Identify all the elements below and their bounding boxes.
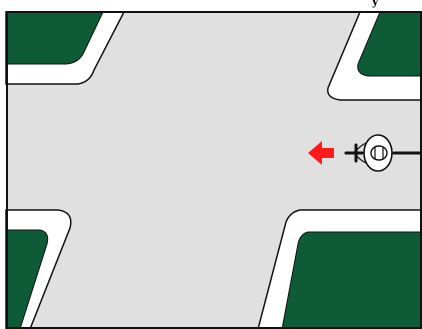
grass-top-left-inner — [5, 11, 104, 65]
caption-fragment: y — [372, 0, 379, 8]
grass-bottom-left-inner — [5, 229, 49, 329]
grass-bottom-right-inner — [281, 231, 422, 329]
cyclist-top-view-icon — [344, 134, 422, 172]
diagram-frame — [6, 11, 422, 329]
left-arrow-icon — [308, 141, 334, 165]
grass-top-right-inner — [357, 11, 422, 77]
